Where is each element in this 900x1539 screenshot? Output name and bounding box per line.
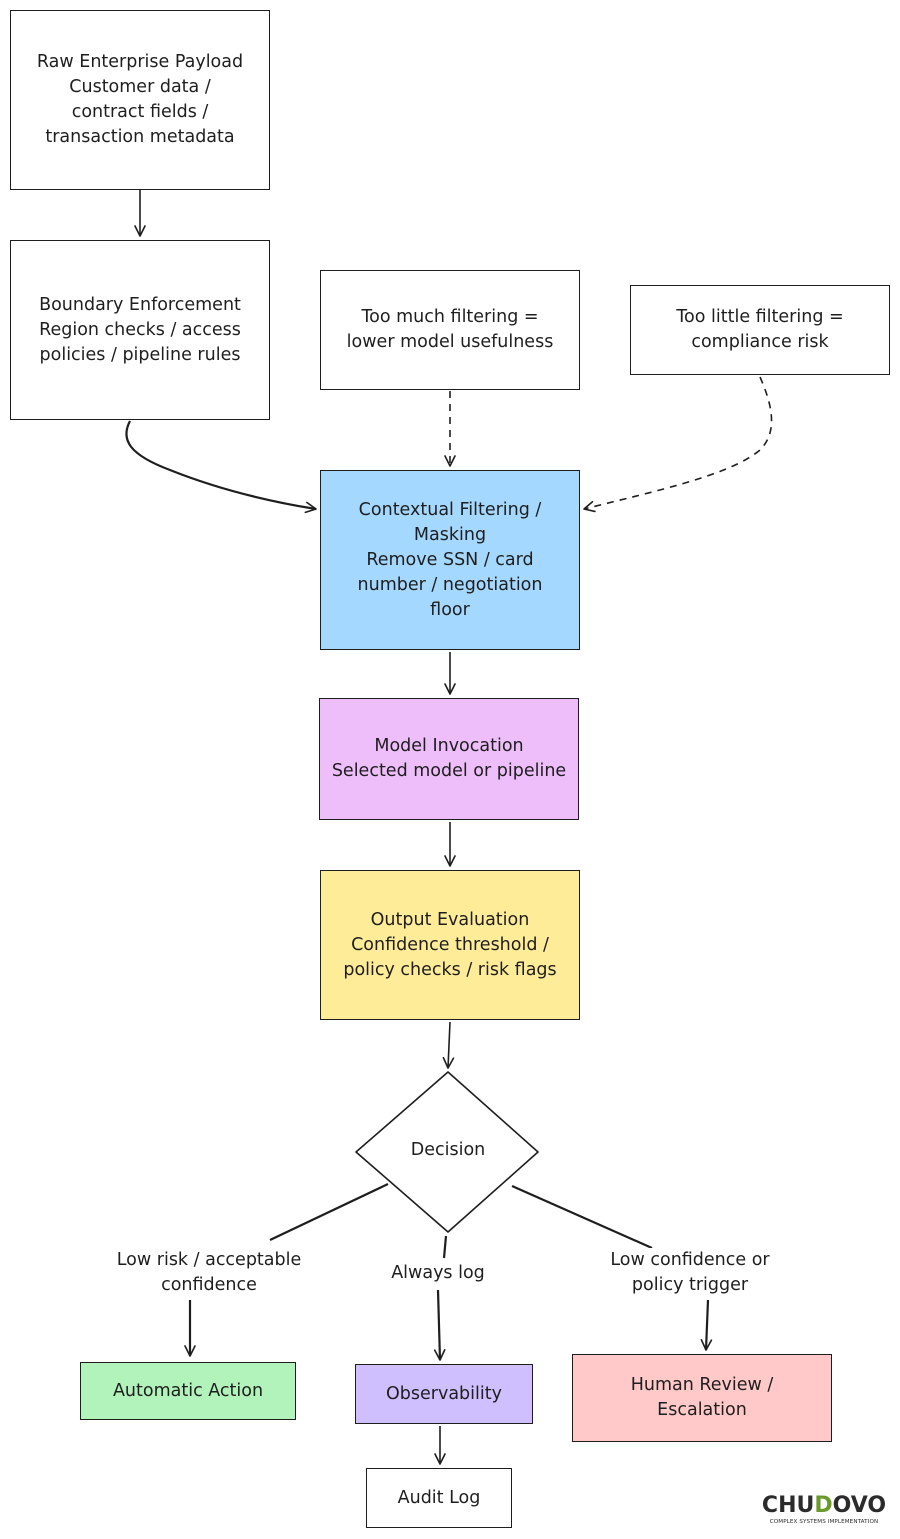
- node-line: Selected model or pipeline: [331, 761, 567, 781]
- edge-label-line: policy trigger: [631, 1275, 749, 1295]
- node-human-review: Human Review / Escalation: [572, 1354, 832, 1442]
- node-line: Model Invocation: [374, 736, 524, 756]
- edge-label-line: Low risk / acceptable: [116, 1250, 302, 1270]
- edge-output-to-decision: [442, 1021, 455, 1069]
- node-line: floor: [430, 599, 470, 620]
- edge-decision-to-human: [511, 1184, 653, 1250]
- edge-label-line: Low confidence or: [610, 1250, 770, 1270]
- node-line: Confidence threshold /: [351, 934, 549, 955]
- node-line: Contextual Filtering /: [358, 499, 542, 520]
- node-line: number / negotiation: [357, 574, 543, 595]
- edge-label-always-log: Always log: [380, 1261, 496, 1286]
- logo-word-prefix: CHU: [761, 1493, 815, 1518]
- node-line: Too little filtering =: [676, 307, 844, 327]
- company-logo: CHUDOVO COMPLEX SYSTEMS IMPLEMENTATION: [760, 1494, 888, 1526]
- edge-too-little-to-filtering: [583, 376, 773, 513]
- node-model-invocation: Model Invocation Selected model or pipel…: [319, 698, 579, 820]
- node-line: Remove SSN / card: [366, 549, 534, 570]
- node-line: Output Evaluation: [370, 909, 530, 930]
- node-too-much-filtering: Too much filtering = lower model usefuln…: [320, 270, 580, 390]
- edge-decision-to-observability-top: [442, 1235, 448, 1259]
- node-output-evaluation: Output Evaluation Confidence threshold /…: [320, 870, 580, 1020]
- node-line: Too much filtering =: [361, 307, 539, 327]
- node-line: Customer data /: [69, 77, 211, 97]
- node-line: policies / pipeline rules: [39, 344, 241, 365]
- node-contextual-filtering: Contextual Filtering / Masking Remove SS…: [320, 470, 580, 650]
- node-line: Raw Enterprise Payload: [36, 52, 244, 72]
- edge-label-low-risk: Low risk / acceptable confidence: [96, 1248, 322, 1298]
- logo-word-accent: D: [814, 1493, 833, 1518]
- node-line: contract fields /: [71, 102, 209, 122]
- node-line: Escalation: [657, 1400, 747, 1420]
- node-observability: Observability: [355, 1364, 533, 1424]
- node-line: Human Review /: [630, 1375, 774, 1395]
- node-line: lower model usefulness: [346, 332, 554, 352]
- logo-wordmark: CHUDOVO: [760, 1494, 888, 1518]
- node-line: policy checks / risk flags: [343, 959, 557, 980]
- node-automatic-action: Automatic Action: [80, 1362, 296, 1420]
- node-line: Automatic Action: [112, 1380, 264, 1401]
- edge-human-arrow: [700, 1299, 713, 1351]
- decision-label: Decision: [410, 1140, 486, 1160]
- node-line: Observability: [386, 1383, 502, 1404]
- node-raw-payload: Raw Enterprise Payload Customer data / c…: [10, 10, 270, 190]
- edge-label-low-confidence: Low confidence or policy trigger: [590, 1248, 790, 1298]
- node-line: Boundary Enforcement: [39, 294, 241, 315]
- node-boundary-enforcement: Boundary Enforcement Region checks / acc…: [10, 240, 270, 420]
- node-line: transaction metadata: [45, 127, 235, 147]
- decision-diamond: [355, 1071, 539, 1233]
- node-too-little-filtering: Too little filtering = compliance risk: [630, 285, 890, 375]
- edge-label-line: Always log: [391, 1263, 485, 1283]
- logo-tagline: COMPLEX SYSTEMS IMPLEMENTATION: [769, 1519, 879, 1525]
- edge-boundary-to-filtering: [125, 420, 317, 514]
- edge-label-line: confidence: [161, 1275, 257, 1295]
- node-line: compliance risk: [691, 332, 829, 352]
- node-line: Masking: [413, 524, 487, 545]
- edge-decision-to-automatic: [269, 1183, 389, 1241]
- logo-word-suffix: OVO: [832, 1493, 887, 1518]
- node-audit-log: Audit Log: [366, 1468, 512, 1528]
- node-line: Audit Log: [397, 1487, 481, 1508]
- node-line: Region checks / access: [39, 319, 241, 340]
- edge-decision-to-observability: [433, 1289, 446, 1361]
